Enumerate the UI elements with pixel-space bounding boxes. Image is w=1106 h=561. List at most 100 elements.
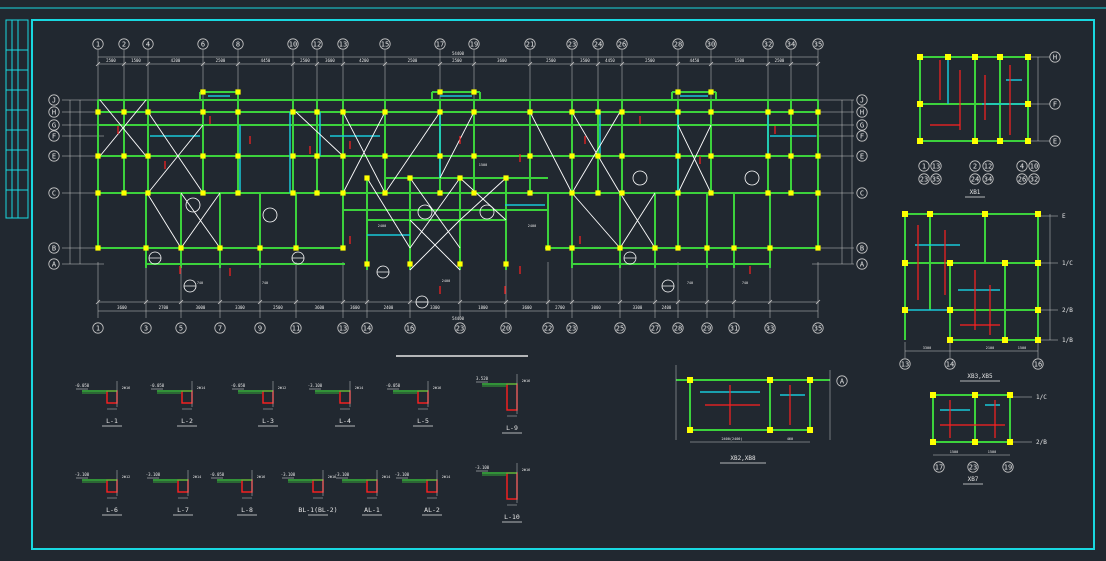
column — [235, 89, 241, 95]
dim-tick — [675, 61, 681, 67]
plan-note: 2400 — [378, 224, 386, 228]
dim-tick — [815, 299, 821, 305]
dim-tick — [569, 299, 575, 305]
top-dim: 3500 — [580, 58, 590, 63]
left-axis-bubble — [48, 242, 60, 254]
top-dim: 2500 — [546, 58, 556, 63]
top-axis-bubble — [287, 38, 299, 50]
section-label: AL-1 — [364, 506, 380, 514]
brace — [619, 192, 656, 249]
column — [595, 109, 601, 115]
left-axis-bubble — [48, 94, 60, 106]
column — [340, 245, 346, 251]
left-axis-bubble — [48, 130, 60, 142]
top-axis: 23 — [568, 41, 576, 49]
top-axis-bubble — [672, 38, 684, 50]
top-axis: 10 — [289, 41, 297, 49]
column — [788, 109, 794, 115]
dim-tick — [382, 61, 388, 67]
top-axis-bubble — [592, 38, 604, 50]
left-axis: B — [52, 245, 56, 253]
plan-note: 1500 — [479, 163, 487, 167]
section-note: 2Φ14 — [382, 475, 390, 479]
bottom-dim: 3000 — [196, 305, 206, 310]
xb3-bottom-axis: 13 — [901, 361, 909, 369]
section-note: 2Φ14 — [442, 475, 450, 479]
column — [314, 109, 320, 115]
column — [708, 109, 714, 115]
section-note: 2Φ16 — [522, 379, 530, 383]
top-axis: 4 — [146, 41, 150, 49]
bottom-axis: 27 — [651, 325, 659, 333]
xb3-dim: 2100 — [986, 346, 994, 350]
plan-note: 740 — [742, 281, 748, 285]
column — [947, 307, 953, 313]
bottom-axis-bubble — [728, 322, 740, 334]
xb7-bottom-axis-bubble — [1002, 461, 1014, 473]
dim-tick — [145, 61, 151, 67]
xb3-axis: 1/B — [1062, 337, 1073, 344]
bottom-axis-bubble — [404, 322, 416, 334]
bottom-axis-bubble — [290, 322, 302, 334]
column — [143, 245, 149, 251]
column — [997, 138, 1003, 144]
xb3-bottom-axis: 16 — [1034, 361, 1042, 369]
bottom-axis: 5 — [179, 325, 183, 333]
top-axis-bubble — [785, 38, 797, 50]
brace — [180, 192, 221, 249]
column — [675, 245, 681, 251]
column — [545, 245, 551, 251]
column — [595, 153, 601, 159]
column — [235, 109, 241, 115]
dim-tick — [708, 61, 714, 67]
dim-tick — [257, 299, 263, 305]
top-axis: 17 — [436, 41, 444, 49]
xb1-axis: E — [1053, 138, 1057, 146]
column — [382, 109, 388, 115]
xb2-axis-bubble — [836, 375, 848, 387]
column — [290, 109, 296, 115]
xb1-bottom-axis-bubble — [1016, 173, 1028, 185]
top-dim: 2500 — [775, 58, 785, 63]
section-label: L-2 — [181, 417, 193, 425]
column — [930, 439, 936, 445]
xb3-axis: 2/B — [1062, 307, 1073, 314]
column — [527, 153, 533, 159]
column — [340, 109, 346, 115]
column — [687, 377, 693, 383]
xb1-bottom-axis: 13 — [932, 163, 940, 171]
bottom-axis-bubble — [214, 322, 226, 334]
right-axis: B — [860, 245, 864, 253]
top-dim: 4450 — [690, 58, 700, 63]
dim-tick — [619, 61, 625, 67]
column — [1007, 439, 1013, 445]
column — [1002, 337, 1008, 343]
column — [731, 245, 737, 251]
bottom-axis-bubble — [614, 322, 626, 334]
dim-tick — [652, 299, 658, 305]
column — [788, 153, 794, 159]
section-elev: -0.050 — [75, 383, 90, 388]
right-axis: E — [860, 153, 864, 161]
xb1-bottom-axis-bubble — [982, 160, 994, 172]
section-elev: -3.100 — [146, 472, 161, 477]
top-axis-bubble — [92, 38, 104, 50]
column — [457, 175, 463, 181]
column — [471, 153, 477, 159]
top-axis-bubble — [118, 38, 130, 50]
top-axis-bubble — [337, 38, 349, 50]
xb7-axis: 1/C — [1036, 394, 1047, 401]
dim-tick — [545, 299, 551, 305]
column — [569, 109, 575, 115]
top-dim: 2500 — [452, 58, 462, 63]
bottom-dim: 3600 — [315, 305, 325, 310]
section-elev: -0.050 — [150, 383, 165, 388]
column — [902, 260, 908, 266]
opening — [262, 207, 278, 223]
section-note: 2Φ12 — [122, 475, 130, 479]
column — [121, 153, 127, 159]
top-axis: 6 — [201, 41, 205, 49]
bottom-dim: 3600 — [117, 305, 127, 310]
